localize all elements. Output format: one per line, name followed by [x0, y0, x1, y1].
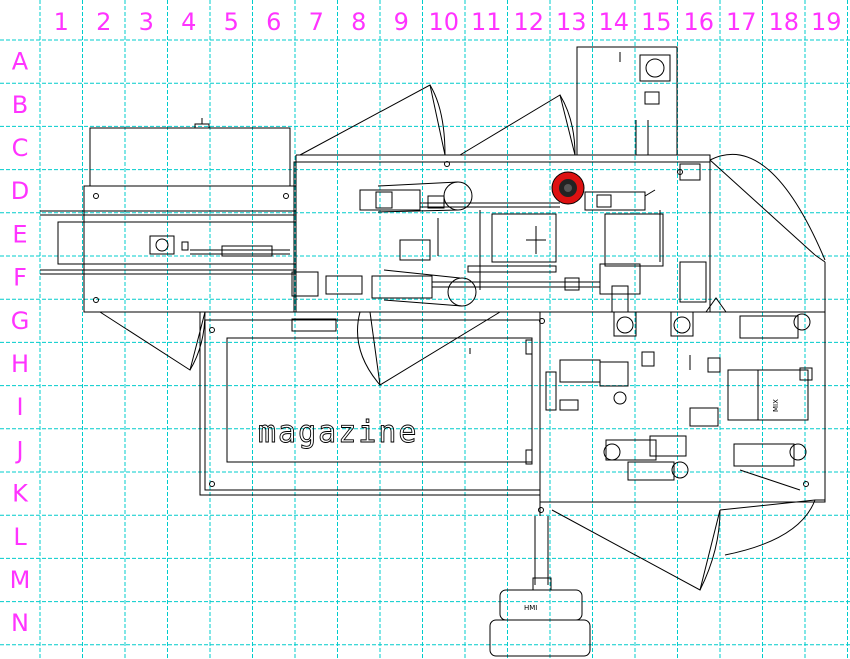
column-label: 14 — [598, 8, 629, 36]
column-label: 2 — [96, 8, 111, 36]
guard-door-center — [369, 311, 501, 386]
row-label: C — [12, 134, 29, 162]
column-label: 17 — [726, 8, 757, 36]
row-label: G — [11, 307, 30, 335]
row-label: I — [16, 393, 23, 421]
magazine-label: magazine — [258, 415, 419, 450]
row-label: D — [11, 177, 29, 205]
machine-outline — [40, 46, 826, 657]
upper-right-cabinet — [576, 46, 678, 156]
row-label: M — [10, 566, 31, 594]
row-label: N — [11, 609, 29, 637]
column-label: 10 — [428, 8, 459, 36]
guard-door-top-2 — [459, 94, 576, 156]
infeed-frame — [83, 185, 297, 313]
column-label: 18 — [768, 8, 799, 36]
column-label: 5 — [224, 8, 239, 36]
column-label: 11 — [471, 8, 502, 36]
column-label: 19 — [811, 8, 842, 36]
column-label: 12 — [513, 8, 544, 36]
row-label: L — [13, 523, 27, 551]
row-label: B — [12, 91, 28, 119]
column-label: 13 — [556, 8, 587, 36]
row-label: E — [12, 220, 27, 248]
row-label: A — [12, 48, 29, 76]
lower-right-area — [539, 311, 826, 503]
gearmotor-2 — [673, 316, 691, 334]
column-label: 1 — [54, 8, 69, 36]
magazine-inner — [226, 337, 533, 463]
column-label: 9 — [394, 8, 409, 36]
hmi-panel — [499, 589, 583, 621]
belt-pulley-upper — [443, 181, 473, 211]
mix-label: MIX — [772, 399, 780, 412]
guard-door-top-1 — [299, 84, 446, 156]
emergency-stop-marker — [551, 171, 585, 205]
column-label: 4 — [181, 8, 196, 36]
magazine-outer — [204, 319, 541, 491]
column-label: 15 — [641, 8, 672, 36]
column-label: 16 — [683, 8, 714, 36]
column-label: 7 — [309, 8, 324, 36]
column-label: 6 — [266, 8, 281, 36]
column-label: 8 — [351, 8, 366, 36]
hmi-base — [489, 619, 591, 657]
row-label: H — [11, 350, 29, 378]
upper-left-cabinet — [89, 127, 291, 187]
gearmotor-1 — [616, 316, 634, 334]
fan-unit-left — [149, 235, 175, 255]
guard-door-left — [99, 311, 206, 371]
column-label: 3 — [139, 8, 154, 36]
row-label: K — [12, 480, 29, 508]
guard-door-bottom-1 — [551, 509, 721, 591]
hmi-label: HMI — [524, 604, 537, 612]
row-label: J — [14, 436, 23, 464]
guard-door-right — [709, 153, 826, 261]
row-label: F — [13, 264, 27, 292]
